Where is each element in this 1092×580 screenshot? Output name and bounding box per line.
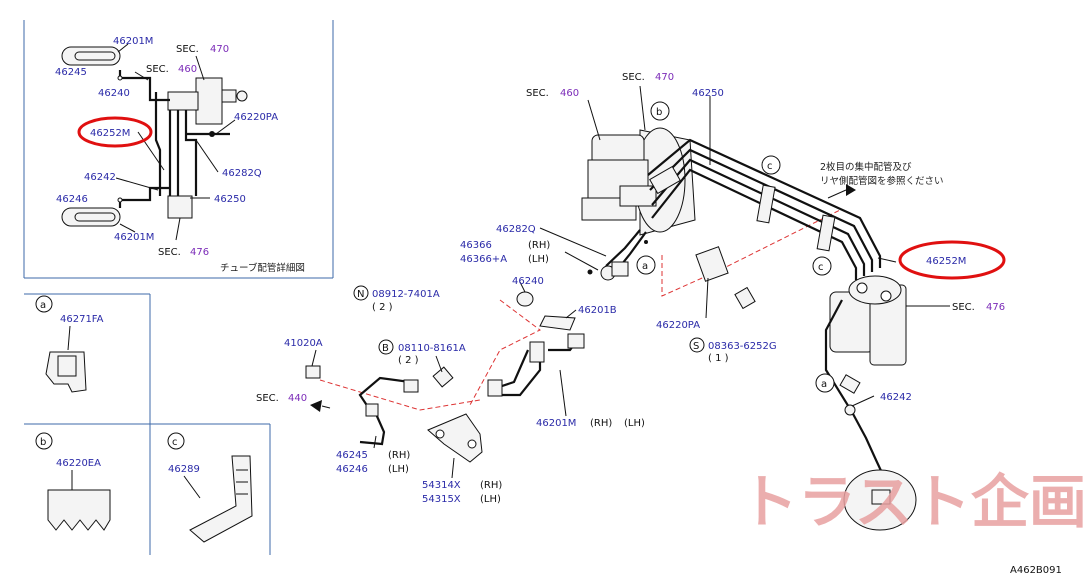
inset-highlight-46252m [77, 116, 153, 148]
main-label-54315x: 54315X [422, 494, 461, 505]
bolt-s-qty: ( 1 ) [708, 353, 729, 364]
inset-label-46201m-bottom: 46201M [114, 232, 154, 243]
main-label-46366: 46366 [460, 240, 492, 251]
reference-note-line2: リヤ側配管図を参照ください [820, 175, 944, 187]
callout-a-lower: a [821, 379, 827, 390]
panel-c-letter: c [172, 437, 178, 448]
bolt-s-part: 08363-6252G [708, 341, 777, 352]
main-highlight-46252m [898, 240, 1006, 280]
inset-sec-476-prefix: SEC. [158, 247, 181, 258]
main-sec-440-number: 440 [288, 393, 307, 404]
inset-label-46252m: 46252M [90, 128, 130, 139]
inset-label-46250: 46250 [214, 194, 246, 205]
inset-sec-476-number: 476 [190, 247, 209, 258]
panel-b-part: 46220EA [56, 458, 101, 469]
main-label-46366a-lh: (LH) [528, 254, 549, 265]
main-sec-470-number: 470 [655, 72, 674, 83]
main-label-46246: 46246 [336, 464, 368, 475]
inset-label-46242: 46242 [84, 172, 116, 183]
main-label-46201m: 46201M [536, 418, 576, 429]
main-label-41020a: 41020A [284, 338, 323, 349]
main-label-46201b: 46201B [578, 305, 617, 316]
main-sec-476-prefix: SEC. [952, 302, 975, 313]
watermark-logo: トラスト企画 [740, 468, 1087, 536]
diagram-code: A462B091 [1010, 565, 1062, 576]
main-sec-470-prefix: SEC. [622, 72, 645, 83]
inset-caption: チューブ配管詳細図 [220, 262, 305, 274]
bolt-n-part: 08912-7401A [372, 289, 440, 300]
panel-c: c 46289 [167, 432, 253, 543]
inset-label-46246: 46246 [56, 194, 88, 205]
reference-note-line1: 2枚目の集中配管及び [820, 161, 912, 173]
main-label-46252m: 46252M [926, 256, 966, 267]
inset-label-46245: 46245 [55, 67, 87, 78]
inset-label-46240: 46240 [98, 88, 130, 99]
panel-a-letter: a [40, 300, 46, 311]
main-sec-460-number: 460 [560, 88, 579, 99]
main-label-46282q: 46282Q [496, 224, 536, 235]
callout-c-upper: c [767, 161, 773, 172]
callout-b: b [656, 107, 662, 118]
main-label-54315x-lh: (LH) [480, 494, 501, 505]
inset-label-46220pa: 46220PA [234, 112, 278, 123]
inset-sec-460-number: 460 [178, 64, 197, 75]
main-label-46366a: 46366+A [460, 254, 507, 265]
main-labels: SEC. 460 SEC. 470 46250 46282Q 46366 (RH… [256, 72, 1006, 505]
bolt-n-qty: ( 2 ) [372, 302, 393, 313]
main-label-46242: 46242 [880, 392, 912, 403]
panel-a: a 46271FA [35, 295, 104, 393]
main-sec-440-prefix: SEC. [256, 393, 279, 404]
main-label-46201m-rh: (RH) [590, 418, 612, 429]
main-label-54314x: 54314X [422, 480, 461, 491]
inset-sec-460-prefix: SEC. [146, 64, 169, 75]
main-label-46201m-lh: (LH) [624, 418, 645, 429]
inset-sec-470-prefix: SEC. [176, 44, 199, 55]
main-label-46366-rh: (RH) [528, 240, 550, 251]
main-label-46245-rh: (RH) [388, 450, 410, 461]
bolt-n-letter: N [357, 289, 364, 300]
bolt-b-qty: ( 2 ) [398, 355, 419, 366]
bolt-b-letter: B [382, 343, 389, 354]
bolt-s-letter: S [693, 341, 699, 352]
bolt-b-part: 08110-8161A [398, 343, 466, 354]
panel-frames [23, 20, 334, 555]
main-label-46245: 46245 [336, 450, 368, 461]
main-label-54314x-rh: (RH) [480, 480, 502, 491]
inset-label-46201m-top: 46201M [113, 36, 153, 47]
main-label-46250: 46250 [692, 88, 724, 99]
main-label-46246-lh: (LH) [388, 464, 409, 475]
main-diagram [305, 85, 950, 531]
inset-sec-470-number: 470 [210, 44, 229, 55]
main-label-46240: 46240 [512, 276, 544, 287]
callout-a-upper: a [642, 261, 648, 272]
inset-label-46282q: 46282Q [222, 168, 262, 179]
panel-c-part: 46289 [168, 464, 200, 475]
main-label-46220pa: 46220PA [656, 320, 700, 331]
main-sec-476-number: 476 [986, 302, 1005, 313]
callout-c-lower: c [818, 262, 824, 273]
tube-detail-inset: 46201M 46245 46240 46252M 46242 46246 46… [55, 36, 305, 274]
panel-b-letter: b [40, 437, 46, 448]
main-sec-460-prefix: SEC. [526, 88, 549, 99]
panel-a-part: 46271FA [60, 314, 104, 325]
panel-b: b 46220EA [35, 432, 111, 531]
